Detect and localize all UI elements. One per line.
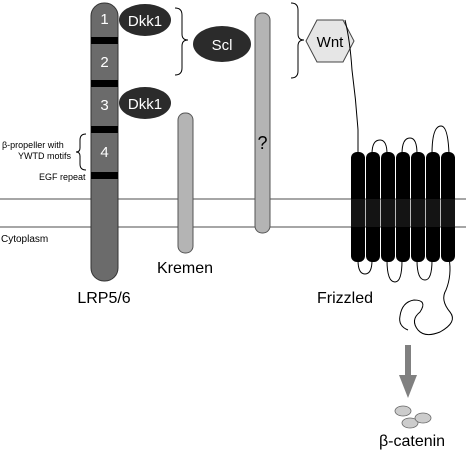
scl-label: Scl [212,37,233,54]
frizzled-helix-6 [426,152,440,262]
frizzled-receptor [344,19,455,336]
lrp-domain-3: 3 [100,97,108,114]
dkk1-top: Dkk1 [119,4,171,36]
dkk1-bottom-label: Dkk1 [128,96,162,113]
lrp-band-egf [91,172,118,179]
beta-catenin-label: β-catenin [379,433,445,450]
kremen-label: Kremen [157,260,213,277]
wnt-brace [290,2,305,79]
dkk1-brace [174,7,189,76]
cytoplasm-label: Cytoplasm [1,234,48,245]
wnt-ligand: Wnt [305,19,355,63]
dkk1-bottom: Dkk1 [119,87,171,119]
frizzled-helix-3 [381,152,395,262]
signal-arrow [399,345,417,398]
lrp-band-3 [91,126,118,133]
dkk1-top-label: Dkk1 [128,13,162,30]
frizzled-label: Frizzled [317,290,373,307]
lrp-domain-4: 4 [100,144,108,161]
scl-ellipse: Scl [193,26,251,62]
lrp-domain-1: 1 [100,11,108,28]
frizzled-helix-1 [351,152,365,262]
lrp-band-2 [91,80,118,87]
lrp-domain-2: 2 [100,54,108,71]
egf-repeat-label: EGF repeat [39,172,86,182]
lrp-body [90,2,119,282]
propeller-brace [75,133,87,171]
wnt-label: Wnt [317,34,345,51]
kremen-receptor [177,112,194,254]
lrp-receptor: 1 2 3 4 [90,2,119,282]
beta-catenin-molecules [394,405,432,429]
lrp-label: LRP5/6 [77,290,130,307]
frizzled-helix-4 [396,152,410,262]
unknown-receptor: ? [254,12,271,234]
unknown-label: ? [257,133,267,153]
propeller-label-line1: β-propeller with [2,140,64,150]
propeller-label-line2: YWTD motifs [18,151,71,161]
frizzled-helix-5 [411,152,425,262]
frizzled-helix-7 [441,152,455,262]
frizzled-helix-2 [366,152,380,262]
lrp-band-1 [91,37,118,44]
